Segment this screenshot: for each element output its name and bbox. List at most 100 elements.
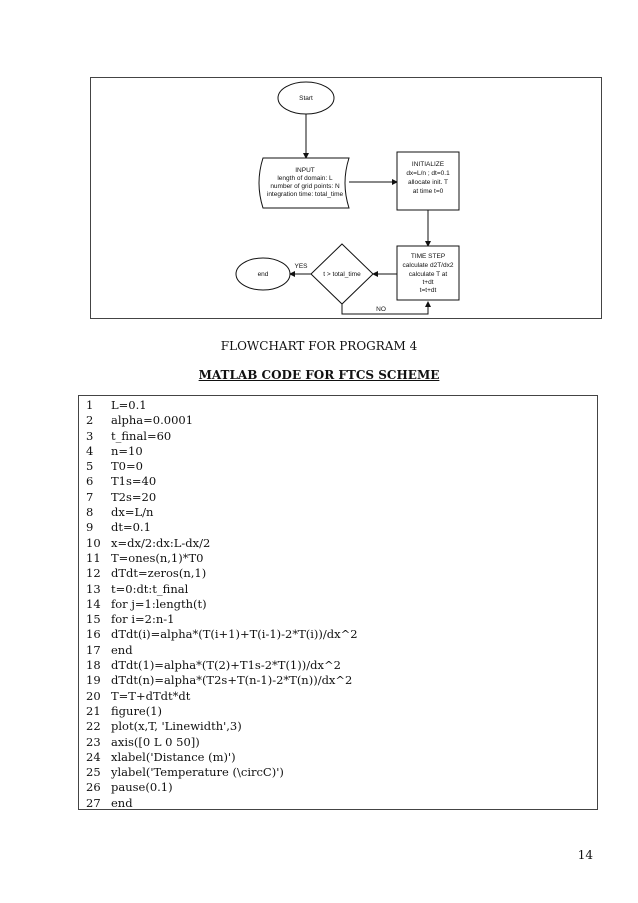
- code-line: 6 T1s=40: [79, 474, 597, 489]
- ts-line-2: calculate d2T/dx2: [403, 262, 454, 269]
- code-line: 22 plot(x,T, 'Linewidth',3): [79, 719, 597, 734]
- code-text: t=0:dt:t_final: [111, 581, 189, 596]
- code-text: figure(1): [111, 703, 163, 718]
- code-line: 4 n=10: [79, 444, 597, 459]
- code-text: dTdt(n)=alpha*(T2s+T(n-1)-2*T(n))/dx^2: [111, 673, 353, 688]
- code-text: dTdt(1)=alpha*(T(2)+T1s-2*T(1))/dx^2: [111, 658, 341, 673]
- code-text: t_final=60: [111, 428, 172, 443]
- code-line: 18 dTdt(1)=alpha*(T(2)+T1s-2*T(1))/dx^2: [79, 658, 597, 673]
- line-number: 20: [86, 688, 101, 703]
- line-number: 13: [86, 581, 101, 596]
- code-text: dt=0.1: [111, 520, 151, 535]
- line-number: 25: [86, 765, 101, 780]
- line-number: 19: [86, 673, 101, 688]
- line-number: 7: [86, 489, 94, 504]
- code-line: 9 dt=0.1: [79, 520, 597, 535]
- code-text: end: [111, 642, 133, 657]
- code-text: T=ones(n,1)*T0: [111, 550, 204, 565]
- code-text: ylabel('Temperature (\circC)'): [111, 765, 284, 780]
- line-number: 12: [86, 566, 101, 581]
- line-number: 15: [86, 612, 101, 627]
- code-text: end: [111, 795, 133, 810]
- line-number: 17: [86, 642, 101, 657]
- initialize-node: [396, 151, 460, 211]
- code-text: for i=2:n-1: [111, 612, 175, 627]
- line-number: 21: [86, 703, 101, 718]
- no-label: NO: [376, 306, 386, 313]
- line-number: 26: [86, 780, 101, 795]
- line-number: 14: [86, 596, 101, 611]
- init-line-2: dx=L/n ; dt=0.1: [406, 170, 450, 177]
- code-text: L=0.1: [111, 398, 147, 412]
- line-number: 22: [86, 719, 101, 734]
- input-line-4: integration time: total_time: [267, 191, 344, 198]
- section-heading: MATLAB CODE FOR FTCS SCHEME: [198, 368, 440, 382]
- end-node: [235, 257, 291, 291]
- ts-line-4: t+dt: [422, 279, 433, 286]
- input-node: [258, 157, 350, 209]
- code-text: xlabel('Distance (m)'): [111, 749, 236, 764]
- code-line: 1 L=0.1: [79, 398, 597, 413]
- code-line: 26 pause(0.1): [79, 780, 597, 795]
- ts-line-3: calculate T at: [409, 271, 448, 278]
- end-label: end: [258, 271, 269, 278]
- decision-label: t > total_time: [323, 271, 361, 278]
- line-number: 18: [86, 658, 101, 673]
- code-text: T1s=40: [111, 474, 157, 489]
- code-line: 15 for i=2:n-1: [79, 612, 597, 627]
- code-text: dTdt=zeros(n,1): [111, 566, 207, 581]
- code-text: pause(0.1): [111, 780, 173, 795]
- code-text: for j=1:length(t): [111, 596, 207, 611]
- code-text: alpha=0.0001: [111, 413, 194, 428]
- code-line: 17 end: [79, 643, 597, 658]
- line-number: 23: [86, 734, 101, 749]
- input-line-1: INPUT: [295, 167, 315, 174]
- input-line-3: number of grid points: N: [270, 183, 340, 190]
- code-text: T2s=20: [111, 489, 157, 504]
- code-text: plot(x,T, 'Linewidth',3): [111, 719, 242, 734]
- line-number: 24: [86, 749, 101, 764]
- flowchart-figure: Start INPUT length of domain: L number o…: [90, 77, 602, 319]
- code-text: dTdt(i)=alpha*(T(i+1)+T(i-1)-2*T(i))/dx^…: [111, 627, 358, 642]
- code-text: T0=0: [111, 459, 143, 474]
- line-number: 2: [86, 413, 94, 428]
- line-number: 6: [86, 474, 94, 489]
- init-line-1: INITIALIZE: [412, 161, 445, 168]
- line-number: 16: [86, 627, 101, 642]
- code-line: 3 t_final=60: [79, 429, 597, 444]
- flowchart-caption: FLOWCHART FOR PROGRAM 4: [220, 339, 418, 353]
- yes-label: YES: [294, 263, 308, 270]
- ts-line-5: t=t+dt: [420, 287, 437, 294]
- code-line: 2 alpha=0.0001: [79, 413, 597, 428]
- code-line: 24 xlabel('Distance (m)'): [79, 750, 597, 765]
- line-number: 8: [86, 505, 94, 520]
- code-line: 12 dTdt=zeros(n,1): [79, 566, 597, 581]
- line-number: 9: [86, 520, 94, 535]
- line-number: 4: [86, 443, 94, 458]
- code-line: 8 dx=L/n: [79, 505, 597, 520]
- code-text: n=10: [111, 443, 143, 458]
- flowchart-svg: Start INPUT length of domain: L number o…: [235, 81, 460, 315]
- code-line: 20 T=T+dTdt*dt: [79, 689, 597, 704]
- code-line: 19 dTdt(n)=alpha*(T2s+T(n-1)-2*T(n))/dx^2: [79, 673, 597, 688]
- line-number: 3: [86, 428, 94, 443]
- page-number: 14: [577, 848, 593, 862]
- start-label: Start: [299, 95, 313, 102]
- code-text: dx=L/n: [111, 505, 154, 520]
- line-number: 1: [86, 398, 94, 412]
- code-text: T=T+dTdt*dt: [111, 688, 191, 703]
- line-number: 11: [86, 550, 101, 565]
- code-line: 13 t=0:dt:t_final: [79, 582, 597, 597]
- code-text: axis([0 L 0 50]): [111, 734, 200, 749]
- code-line: 7 T2s=20: [79, 490, 597, 505]
- timestep-node: [396, 245, 460, 301]
- code-line: 23 axis([0 L 0 50]): [79, 735, 597, 750]
- code-text: x=dx/2:dx:L-dx/2: [111, 535, 211, 550]
- init-line-3: allocate init. T: [408, 179, 448, 186]
- code-line: 11 T=ones(n,1)*T0: [79, 551, 597, 566]
- init-line-4: at time t=0: [413, 188, 444, 195]
- input-line-2: length of domain: L: [277, 175, 333, 182]
